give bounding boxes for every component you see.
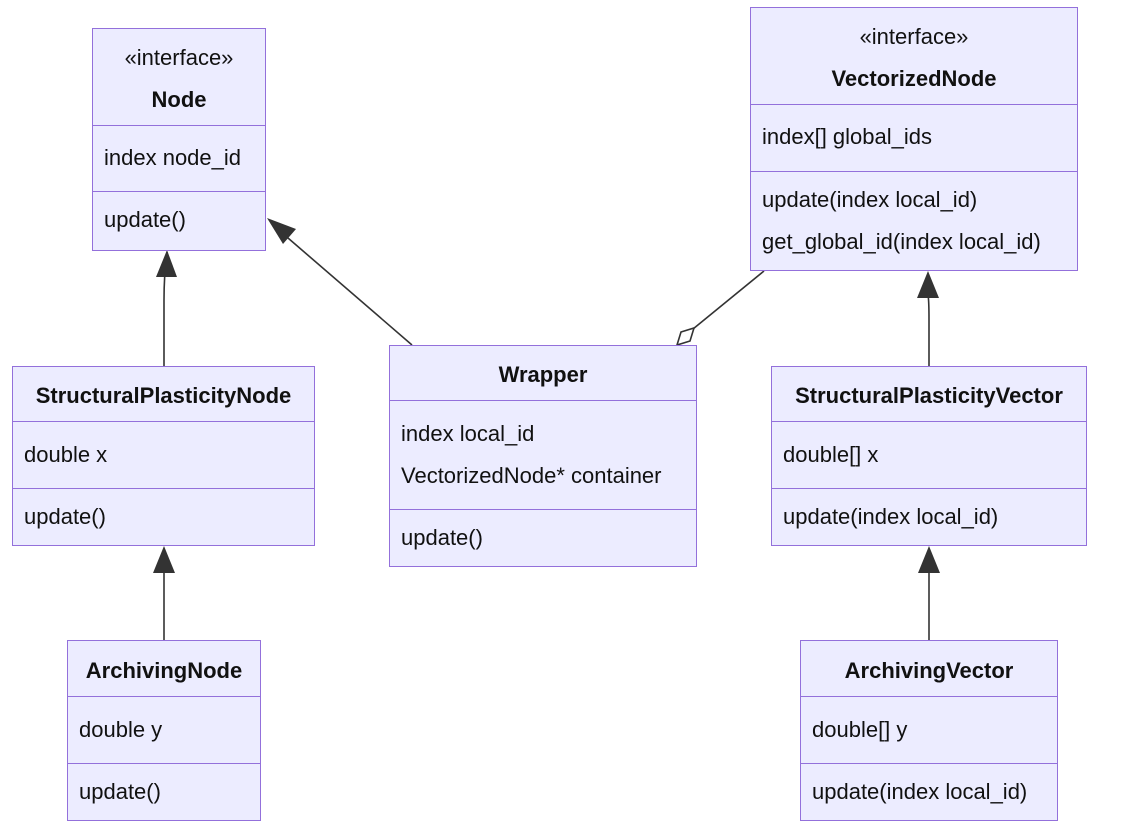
stereotype-label: «interface» xyxy=(859,24,969,49)
class-structural-plasticity-vector[interactable]: StructuralPlasticityVector double[] x up… xyxy=(771,366,1087,546)
stereotype-label: «interface» xyxy=(124,45,234,70)
class-node[interactable]: «interface» Node index node_id update() xyxy=(92,28,266,251)
attributes-section: double y xyxy=(68,696,260,763)
inheritance-arrowhead-spn xyxy=(153,546,175,573)
class-wrapper[interactable]: Wrapper index local_id VectorizedNode* c… xyxy=(389,345,697,567)
class-name: StructuralPlasticityNode xyxy=(35,383,292,408)
attribute: index[] global_ids xyxy=(762,124,933,149)
attributes-section: double x xyxy=(13,421,314,488)
method: update(index local_id) xyxy=(812,779,1028,804)
class-name: Wrapper xyxy=(498,362,588,387)
attribute: double[] x xyxy=(783,442,879,467)
methods-section: update() xyxy=(13,488,314,530)
methods-section: update(index local_id) get_global_id(ind… xyxy=(751,171,1077,255)
class-vectorized-node[interactable]: «interface» VectorizedNode index[] globa… xyxy=(750,7,1078,271)
method: update() xyxy=(401,525,483,550)
methods-section: update() xyxy=(93,191,265,233)
attribute: index local_id xyxy=(401,421,535,446)
edge-wrapper-aggregation-vectorized-node xyxy=(692,270,765,330)
inheritance-arrowhead-vectorized-node xyxy=(917,271,939,298)
attribute: index node_id xyxy=(104,145,242,170)
methods-section: update(index local_id) xyxy=(772,488,1086,530)
attributes-section: index[] global_ids xyxy=(751,104,1077,171)
method: update(index local_id) xyxy=(762,187,978,212)
class-name: Node xyxy=(151,87,207,112)
inheritance-arrowhead-node-wrapper xyxy=(267,218,296,244)
class-structural-plasticity-node[interactable]: StructuralPlasticityNode double x update… xyxy=(12,366,315,546)
edge-wrapper-to-node xyxy=(287,237,413,346)
class-archiving-vector[interactable]: ArchivingVector double[] y update(index … xyxy=(800,640,1058,821)
class-archiving-node[interactable]: ArchivingNode double y update() xyxy=(67,640,261,821)
attributes-section: index local_id VectorizedNode* container xyxy=(390,400,696,509)
class-name: ArchivingVector xyxy=(844,658,1014,683)
inheritance-arrowhead-node xyxy=(156,250,177,277)
attributes-section: double[] y xyxy=(801,696,1057,763)
class-name: ArchivingNode xyxy=(85,658,243,683)
methods-section: update(index local_id) xyxy=(801,763,1057,805)
edge-spv-to-vectorized-node xyxy=(927,294,930,366)
class-name: StructuralPlasticityVector xyxy=(795,383,1063,408)
class-name: VectorizedNode xyxy=(831,66,997,91)
attributes-section: double[] x xyxy=(772,421,1086,488)
attribute: double y xyxy=(79,717,163,742)
attributes-section: index node_id xyxy=(93,125,265,191)
method: update(index local_id) xyxy=(783,504,999,529)
methods-section: update() xyxy=(68,763,260,805)
inheritance-arrowhead-spv xyxy=(918,546,940,573)
aggregation-diamond xyxy=(675,326,696,347)
method: get_global_id(index local_id) xyxy=(762,229,1041,254)
method: update() xyxy=(24,504,106,529)
attribute: double x xyxy=(24,442,108,467)
attribute: double[] y xyxy=(812,717,908,742)
method: update() xyxy=(79,779,161,804)
methods-section: update() xyxy=(390,509,696,551)
method: update() xyxy=(104,207,186,232)
attribute: VectorizedNode* container xyxy=(401,463,662,488)
